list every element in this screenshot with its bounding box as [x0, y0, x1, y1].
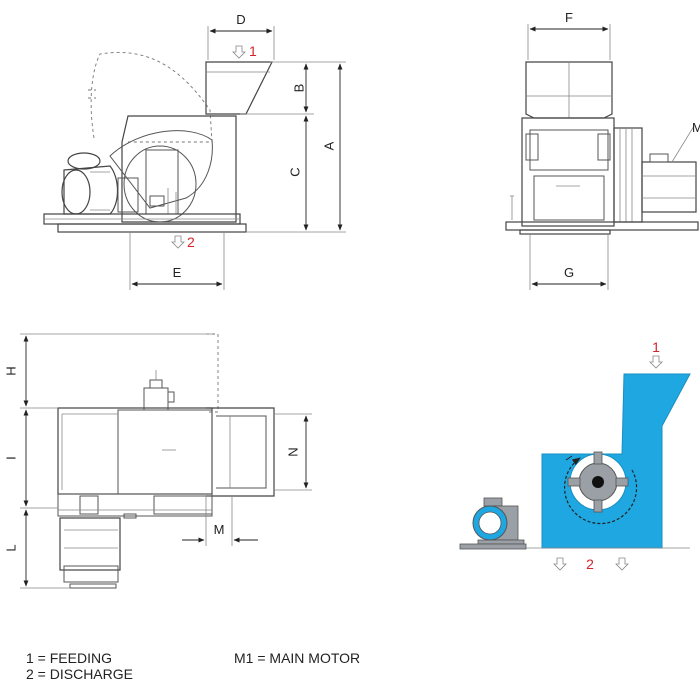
dim-label-N: N — [285, 447, 300, 456]
dim-label-D: D — [236, 12, 245, 27]
dim-label-G: G — [564, 265, 574, 280]
dim-label-E: E — [173, 265, 182, 280]
front-view-dimensions: F G — [527, 10, 611, 290]
discharge-marker: 2 — [187, 234, 195, 250]
dim-label-F: F — [565, 10, 573, 25]
legend-main-motor: M1 = MAIN MOTOR — [234, 650, 361, 666]
dim-label-H: H — [3, 366, 18, 375]
schematic-feeding-number: 1 — [652, 339, 660, 355]
legend-feeding: 1 = FEEDING — [26, 650, 112, 666]
dim-label-C: C — [287, 167, 302, 176]
dim-label-M: M — [214, 522, 225, 537]
side-view — [43, 52, 273, 233]
dim-label-A: A — [321, 141, 336, 150]
dim-label-L: L — [3, 544, 18, 551]
front-view: M — [505, 61, 700, 235]
schematic-discharge-number: 2 — [586, 556, 594, 572]
feeding-marker: 1 — [249, 43, 257, 59]
plan-view-dimensions: H I L N M — [3, 333, 312, 589]
schematic: 1 2 — [459, 339, 691, 572]
dim-label-I: I — [3, 456, 18, 460]
plan-view — [57, 333, 275, 589]
dim-label-B: B — [291, 84, 306, 93]
side-view-dimensions: D 1 B C A 2 E — [129, 12, 346, 290]
legend-discharge: 2 = DISCHARGE — [26, 666, 133, 682]
motor-leader-label: M — [692, 120, 700, 135]
